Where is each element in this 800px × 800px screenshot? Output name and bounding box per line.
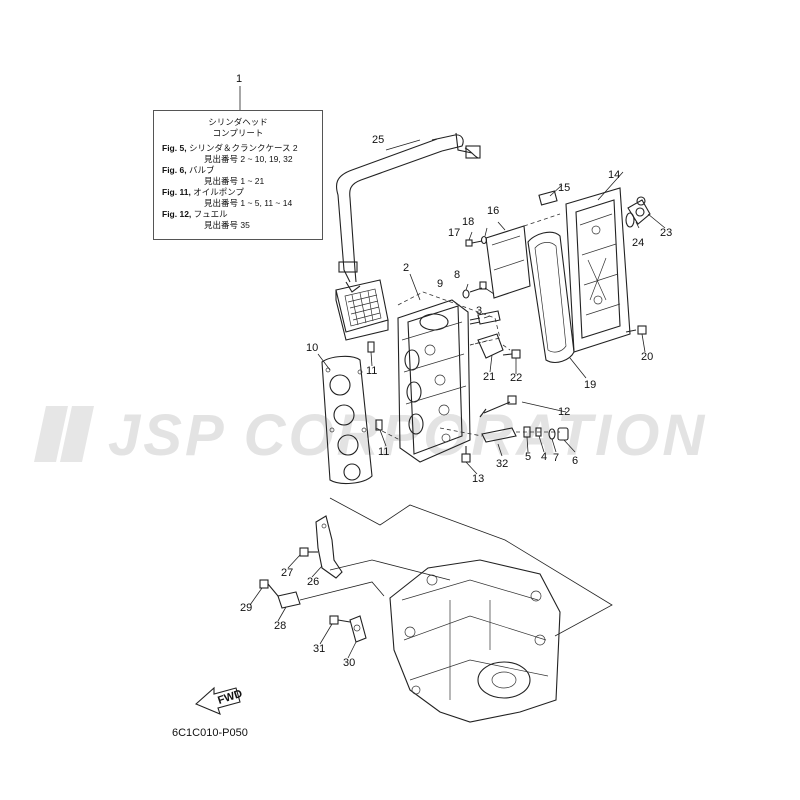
callout-6: 6 [572,455,578,467]
callout-18: 18 [462,216,474,228]
sensor-3 [469,310,501,325]
fwd-label: FWD [216,688,244,707]
bolt-13 [461,446,471,463]
callout-28: 28 [274,620,286,632]
bolt-27 [299,547,318,557]
plug-15 [538,190,558,206]
callout-21: 21 [483,371,495,383]
callout-17: 17 [448,227,460,239]
leader-lines [239,86,666,659]
oring-24 [625,212,635,228]
pin-11a [367,341,375,353]
callout-19: 19 [584,379,596,391]
ref-row: Fig. 12, フュエル [162,209,228,219]
bolt-12 [479,395,517,418]
callout-9: 9 [437,278,443,290]
bolt-17 [465,239,483,247]
ref-sub: 見出番号 35 [204,220,250,230]
callout-11a: 11 [366,365,377,377]
callout-8: 8 [454,269,460,281]
washer-9 [462,289,470,299]
filter-element [335,279,389,341]
assembly-guides [299,427,613,637]
cylinder-head-2 [397,291,501,463]
callout-3: 3 [476,305,482,317]
cylinder-block [389,559,561,723]
bolt-22 [502,349,521,359]
callout-13: 13 [472,473,484,485]
cover-16 [485,213,561,299]
callout-20: 20 [641,351,653,363]
ref-row: Fig. 11, オイルポンプ [162,187,244,197]
bolt-29 [259,579,279,597]
bracket-30 [349,615,367,643]
hose-25 [335,132,481,283]
ref-sub: 見出番号 2 ~ 10, 19, 32 [204,154,293,164]
callout-32: 32 [496,458,508,470]
cover-14 [565,187,631,353]
gasket-19 [527,231,575,363]
box-title-line1: シリンダヘッド [208,117,268,127]
ref-sub: 見出番号 1 ~ 5, 11 ~ 14 [204,198,293,208]
callout-30: 30 [343,657,355,669]
callout-4: 4 [541,451,547,463]
washer-18 [480,235,488,245]
diagram-code: 6C1C010-P050 [172,727,248,739]
fwd-arrow: FWD [194,686,244,715]
callout-27: 27 [281,567,293,579]
callout-10: 10 [306,342,318,354]
callout-24: 24 [632,237,644,249]
callout-22: 22 [510,372,522,384]
ref-row: Fig. 5, シリンダ＆クランクケース 2 [162,143,298,153]
callout-1: 1 [236,73,242,85]
callout-15: 15 [558,182,570,194]
callout-14: 14 [608,169,620,181]
callout-26: 26 [307,576,319,588]
sensor-32 [439,427,560,443]
ref-row: Fig. 6, バルブ [162,165,215,175]
callout-2: 2 [403,262,409,274]
pin-11b [375,419,383,431]
watermark-text: JSP CORPORATION [108,403,708,468]
watermark-logo [34,406,94,462]
callout-5: 5 [525,451,531,463]
callout-11b: 11 [378,446,389,458]
reference-box: シリンダヘッド コンプリート Fig. 5, シリンダ＆クランクケース 2 見出… [153,110,323,240]
callout-numbers: 1 2 3 4 5 6 7 8 9 10 11 11 12 13 14 15 1… [236,73,672,669]
part-4 [535,427,542,437]
gasket-10 [321,355,373,485]
bolt-31 [329,615,351,625]
callout-16: 16 [487,205,499,217]
callout-25: 25 [372,134,384,146]
callout-7: 7 [553,452,559,464]
bolt-8 [469,281,487,293]
cover-23 [627,196,651,225]
callout-29: 29 [240,602,252,614]
callout-31: 31 [313,643,325,655]
box-title-line2: コンプリート [212,128,264,138]
ref-sub: 見出番号 1 ~ 21 [204,176,265,186]
callout-12: 12 [558,406,570,418]
callout-23: 23 [660,227,672,239]
clip-28 [277,591,301,609]
cap-6 [557,427,569,441]
bracket-26 [315,515,343,579]
plate-21 [477,333,511,359]
part-7 [548,428,556,440]
